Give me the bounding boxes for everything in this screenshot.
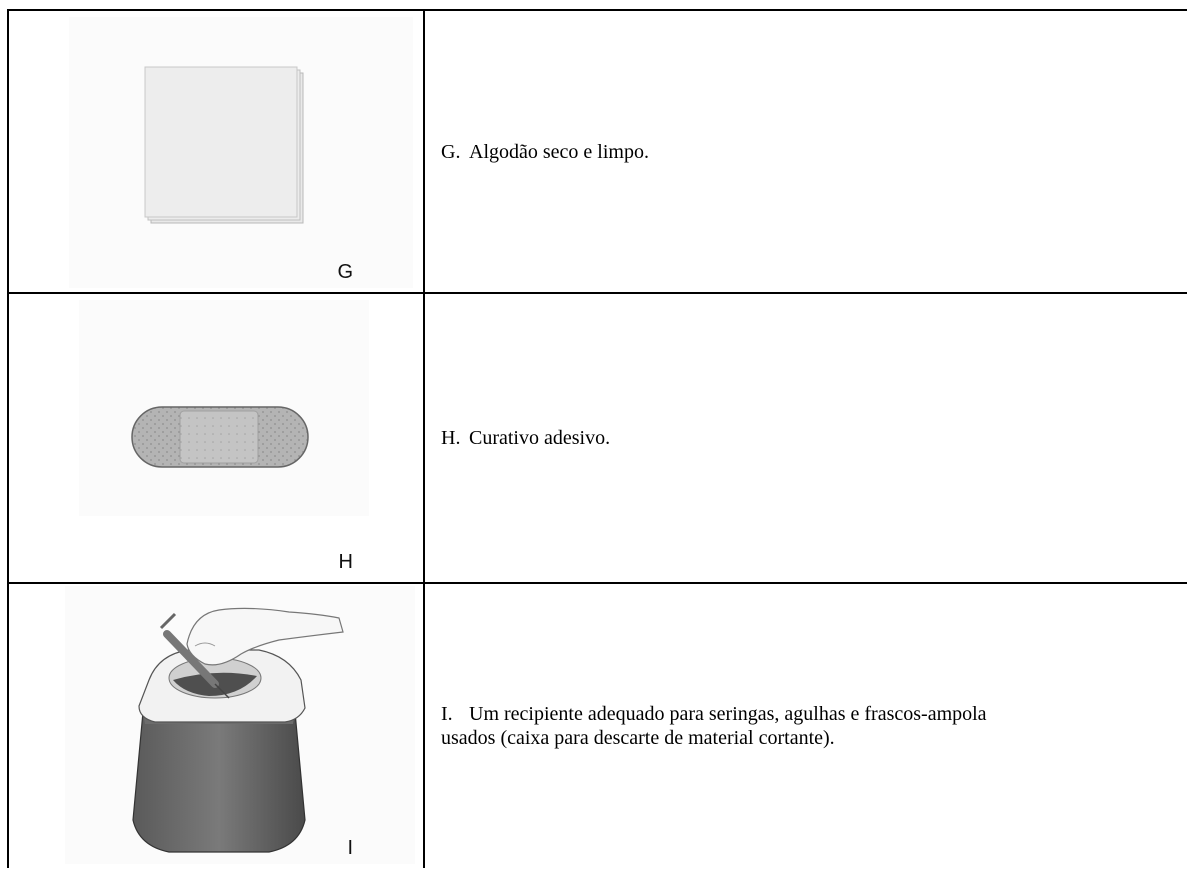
figure-label-i: I — [347, 837, 353, 859]
figure-cell: G — [7, 9, 425, 294]
item-letter: H. — [441, 427, 461, 449]
figure-label-h: H — [338, 551, 353, 573]
item-text: Um recipiente adequado para seringas, ag… — [469, 703, 987, 725]
table-row: H H. Curativo adesivo. — [7, 292, 1187, 584]
supplies-table: G G. Algodão seco e limpo. — [7, 9, 1187, 868]
item-text-line-1: I. Um recipiente adequado para seringas, … — [441, 702, 1181, 726]
adhesive-bandage-icon — [131, 406, 309, 468]
item-text: Curativo adesivo. — [469, 427, 611, 449]
item-letter: I. — [441, 703, 453, 725]
item-letter: G. — [441, 140, 461, 163]
figure-label-g: G — [337, 261, 353, 283]
item-description: I. Um recipiente adequado para seringas, … — [423, 582, 1187, 868]
table-row: I I. Um recipiente adequado para seringas… — [7, 582, 1187, 868]
item-text: Algodão seco e limpo. — [469, 140, 649, 163]
cotton-pad-icon — [144, 66, 304, 224]
table-row: G G. Algodão seco e limpo. — [7, 9, 1187, 294]
item-text-line-2: usados (caixa para descarte de material … — [441, 727, 835, 749]
item-description: H. Curativo adesivo. — [423, 292, 1187, 584]
figure-cell: I — [7, 582, 425, 868]
sharps-container-icon — [132, 607, 344, 853]
figure-cell: H — [7, 292, 425, 584]
item-description: G. Algodão seco e limpo. — [423, 9, 1187, 294]
